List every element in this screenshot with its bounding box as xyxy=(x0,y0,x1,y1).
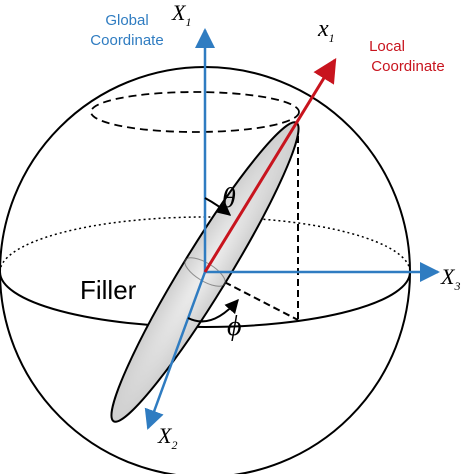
theta-symbol: θ xyxy=(222,183,236,214)
global-axis-X2 xyxy=(144,271,207,430)
axis-label-X3: X3 xyxy=(440,264,460,293)
global-coordinate-label-line2: Coordinate xyxy=(90,32,163,49)
theta-arc xyxy=(204,197,232,216)
axis-label-X1: X1 xyxy=(171,0,191,29)
upper-latitude-dashed xyxy=(90,91,300,133)
local-coordinate-label-line2: Coordinate xyxy=(371,58,444,75)
axis-label-local-x1: x1 xyxy=(317,16,335,45)
global-coordinate-label-line1: Global xyxy=(105,12,148,29)
phi-symbol: ϕ xyxy=(227,311,242,342)
phi-arc xyxy=(187,298,239,323)
local-axis-x1 xyxy=(203,57,337,273)
filler-label: Filler xyxy=(80,275,137,305)
axis-label-X2: X2 xyxy=(157,423,177,452)
equator-front-solid xyxy=(0,271,411,328)
local-coordinate-label-line1: Local xyxy=(369,38,405,55)
